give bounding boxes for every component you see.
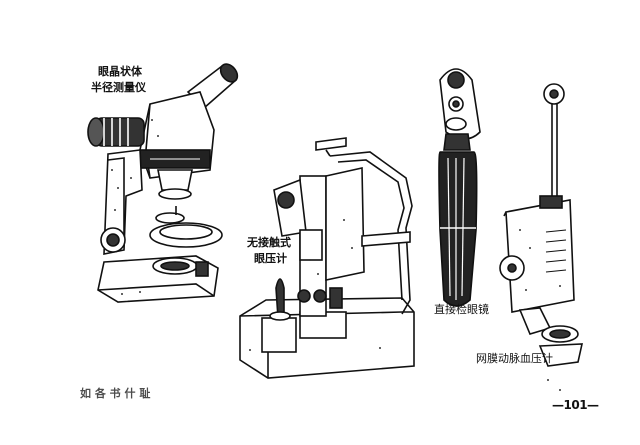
label-pressure-gauge: 网膜动脉血压计 <box>476 352 553 365</box>
pressure-gauge-illustration <box>499 83 584 391</box>
label-radius-gauge-line1: 眼晶状体 <box>98 65 142 78</box>
label-bottom-left-caption: 如 各 书 什 耻 <box>80 387 151 400</box>
label-radius-gauge-line2: 半径测量仪 <box>91 81 146 94</box>
label-tonometer-line2: 眼压计 <box>254 252 287 265</box>
page-number: —101— <box>552 398 599 412</box>
label-tonometer-line1: 无接触式 <box>247 236 291 249</box>
radius-gauge-illustration <box>87 63 239 303</box>
ophthalmoscope-illustration <box>438 68 481 307</box>
label-ophthalmoscope: 直接检眼镜 <box>434 303 489 316</box>
tonometer-illustration <box>239 137 415 379</box>
